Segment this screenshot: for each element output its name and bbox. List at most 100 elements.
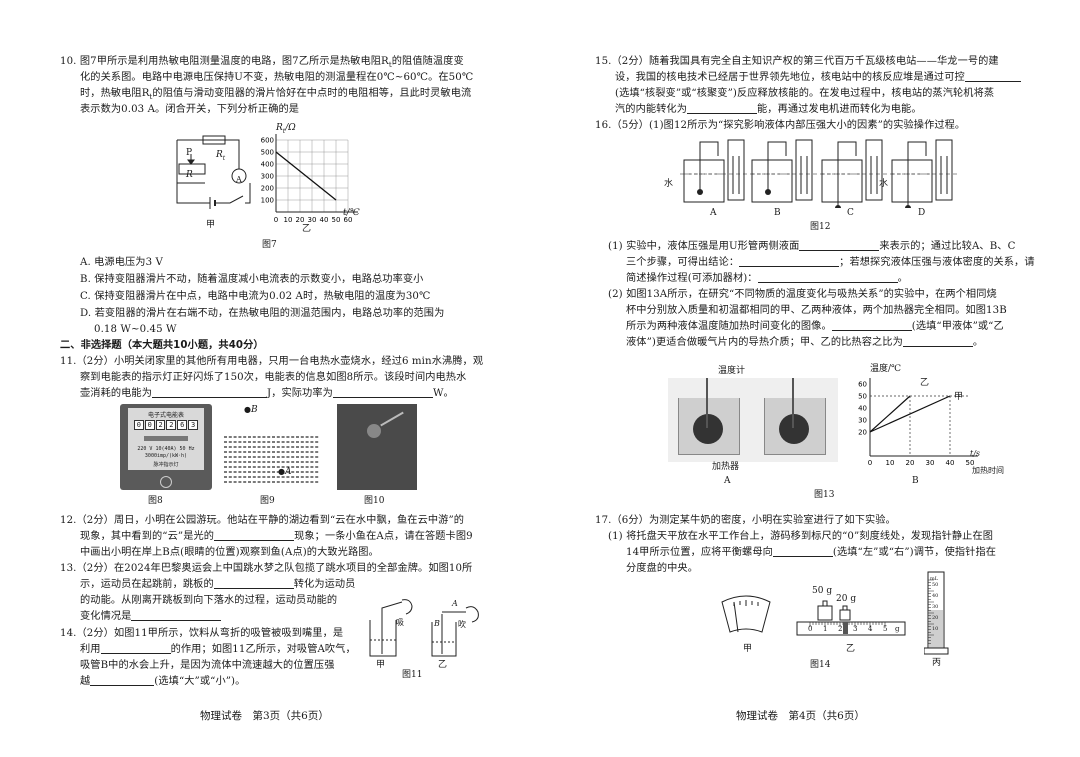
cylinder-mark-labels: 50 40 30 20 10 [926,580,946,640]
heater-coil [693,414,723,444]
x-tick-label: 40 [946,459,955,467]
circuit-label-r: R [186,170,193,180]
fig11-label-yi: 乙 [438,660,448,670]
circuit-label-a: A [236,175,242,184]
scale-unit: g [895,625,900,633]
q17-blank-1[interactable] [772,546,833,557]
fig8-energy-meter: 电子式电能表 0 0 2 2 6 3 220 V 10(40A) 50 Hz 3… [120,404,212,490]
fig7-label-jia: 甲 [206,220,216,230]
q17-line-2: (1) 将托盘天平放在水平工作台上，游码移到标尺的“0”刻度线处，发现指针静止在… [608,531,994,542]
q13-blank-1[interactable] [213,578,294,589]
fig14-label-jia: 甲 [743,644,753,654]
x-tick-label: 40 [320,216,329,224]
cylinder-liquid [929,610,943,648]
probe-tube [699,141,719,190]
q13-line-2: 示，运动员在起跳前，跳板的转化为运动员 [80,578,356,590]
q15-blank-2[interactable] [687,103,758,114]
circuit-label-p: P [186,148,193,158]
q11-blank-energy[interactable] [152,387,268,398]
y-tick-label: 200 [261,185,274,193]
x-tick-label: 20 [906,459,915,467]
q10-option-c: C. 保持变阻器滑片在中点，电路中电流为0.02 A时，热敏电阻的温度为30℃ [80,291,431,302]
y-tick-label: 60 [858,381,867,389]
graph-xlabel: 加热时间 [972,466,1004,475]
y-tick-label: 30 [858,417,867,425]
q16-p2: 三个步骤，可得出结论：；若想探究液体压强与液体密度的关系，请 [626,256,1035,268]
q16-blank-1[interactable] [799,240,880,251]
meter-digit: 2 [155,420,166,430]
scale-number: 2 [838,625,843,633]
y-tick-label: 300 [261,173,274,181]
q15-blank-1[interactable] [964,71,1021,82]
right-page: 15.（2分）随着我国具有完全自主知识产权的第三代百万千瓦级核电站——华龙一号的… [540,0,1080,757]
q11-blank-power[interactable] [332,387,433,398]
y-tick-label: 500 [261,149,274,157]
fig13-thermometer-label: 温度计 [718,366,746,376]
water-container [891,159,933,203]
x-tick-label: 10 [284,216,293,224]
u-tube-frame [935,139,953,201]
fig14-label-bing: 丙 [932,658,942,668]
graph-xlabel: t/℃ [343,208,360,218]
fig12-water-label-d: 水 [879,179,889,189]
q11-line-1: 11.（2分）小明关闭家里的其他所有用电器，只用一台电热水壶烧水，经过6 min… [60,356,484,367]
fig11-label-chui: 吹 [458,620,466,629]
water-container [821,159,863,203]
y-tick-label: 40 [858,405,867,413]
q10-line-4: 表示数为0.03 A。闭合开关，下列分析正确的是 [80,104,300,115]
water-container [683,159,725,203]
q14-line-4: 越(选填“大”或“小”)。 [80,675,246,687]
thermometer-jia [706,378,708,428]
q16-p6: 所示为两种液体温度随加热时间变化的图像。(选填“甲液体”或“乙 [626,320,1004,332]
q14-blank-2[interactable] [90,675,155,686]
q12-blank[interactable] [214,530,295,541]
meter-title: 电子式电能表 [147,412,184,419]
weight-20g-label: 20 g [836,594,857,604]
diver-figure [367,424,381,438]
fig14-balance-dial [721,595,771,633]
q10-line-1: 10. 图7甲所示是利用热敏电阻测量温度的电路，图7乙所示是热敏电阻Rt的阻值随… [60,56,464,70]
fig12-label-a: A [710,208,717,218]
fig7-circuit-diagram [176,135,251,209]
thermometer-yi [792,378,794,428]
probe-head [765,189,771,195]
fig12-label-b: B [774,208,781,218]
graph-xlabel-t: t/s [970,449,981,458]
meter-digit: 0 [134,420,144,430]
graph-ylabel: Rt/Ω [276,123,296,135]
fig11-straw-diagram [369,599,479,657]
fig13-heater-label: 加热器 [712,462,740,472]
q16-blank-2[interactable] [739,256,840,267]
series-line-乙 [869,395,911,433]
meter-digit: 0 [144,420,155,430]
q16-blank-3[interactable] [757,272,898,283]
cylinder-mark: 20 [932,615,939,621]
y-tick-label: 50 [858,393,867,401]
fig14-caption: 图14 [810,660,831,670]
fig13-label-b: B [912,476,919,486]
fig12-pressure-apparatus [680,139,960,208]
graph-series-jia: 甲 [954,392,964,402]
q14-line-2: 利用的作用；如图11乙所示，对吸管A吹气， [80,643,356,655]
fig14-weights [817,600,851,621]
fig13-label-a: A [724,476,731,486]
y-tick-label: 600 [261,137,274,145]
q13-blank-2[interactable] [131,610,222,621]
probe-head [697,189,703,195]
q16-blank-5[interactable] [902,336,973,347]
meter-panel: 电子式电能表 0 0 2 2 6 3 220 V 10(40A) 50 Hz 3… [128,408,204,470]
q14-blank-1[interactable] [100,643,171,654]
fig9-caption: 图9 [260,496,275,506]
q15-line-3: (选填“核裂变”或“核聚变”)反应释放核能的。在发电过程中，核电站的蒸汽轮机将蒸 [615,88,995,99]
q17-line-1: 17.（6分）为测定某牛奶的密度，小明在实验室进行了如下实验。 [595,515,896,526]
cylinder-mark: 10 [932,626,939,632]
fig11-caption: 图11 [402,670,423,680]
scale-number: 5 [883,625,888,633]
q16-p3: 简述操作过程(可添加器材)：。 [626,272,908,284]
meter-digit: 2 [166,420,177,430]
heater-coil [779,414,809,444]
q16-blank-4[interactable] [831,320,912,331]
water-container [751,159,793,203]
fig9-point-a: ●A [278,467,292,477]
meter-arrow-band [144,436,188,441]
